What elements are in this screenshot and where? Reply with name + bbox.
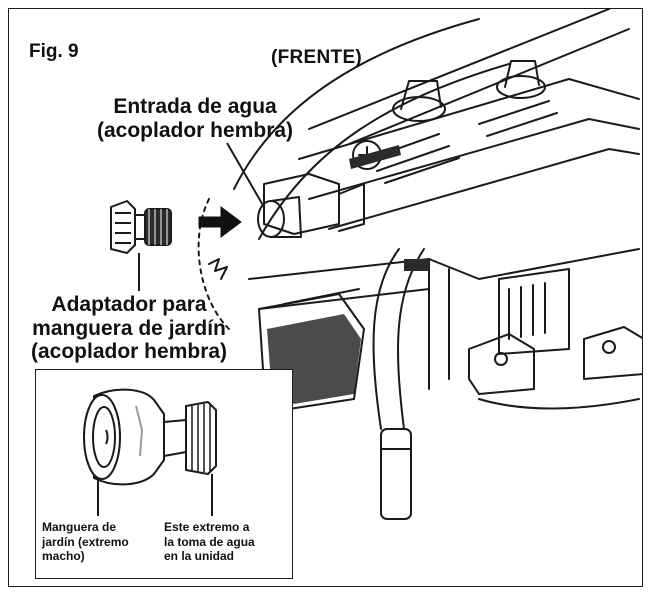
garden-hose-line-3: macho): [42, 549, 85, 564]
hose-adapter-line-3: (acoplador hembra): [31, 340, 228, 364]
garden-hose-line-2: jardín (extremo: [42, 534, 129, 549]
garden-hose-line-1: Manguera de: [42, 520, 117, 534]
unit-end-line-1: Este extremo a: [164, 520, 250, 534]
orientation-label: (FRENTE): [271, 47, 363, 68]
hose-adapter-line-1: Adaptador para: [51, 293, 207, 316]
figure-label: Fig. 9: [29, 41, 79, 62]
figure-frame: Fig. 9 (FRENTE) Entrada de agua (acoplad…: [8, 8, 643, 587]
hose-adapter-line-2: manguera de jardín: [32, 316, 226, 340]
unit-end-line-2: la toma de agua: [164, 534, 255, 549]
water-inlet-line-2: (acoplador hembra): [97, 118, 294, 142]
garden-hose-caption: Manguera de jardín (extremo macho): [42, 520, 129, 564]
hose-adapter-callout: Adaptador para manguera de jardín (acopl…: [31, 293, 227, 364]
water-inlet-line-1: Entrada de agua: [113, 95, 277, 118]
water-inlet-callout: Entrada de agua (acoplador hembra): [97, 95, 293, 142]
adapter-detail-inset: Manguera de jardín (extremo macho) Este …: [35, 369, 293, 579]
adapter-detail-illustration: [83, 388, 217, 516]
unit-end-line-3: en la unidad: [164, 549, 235, 564]
unit-end-caption: Este extremo a la toma de agua en la uni…: [164, 520, 255, 564]
